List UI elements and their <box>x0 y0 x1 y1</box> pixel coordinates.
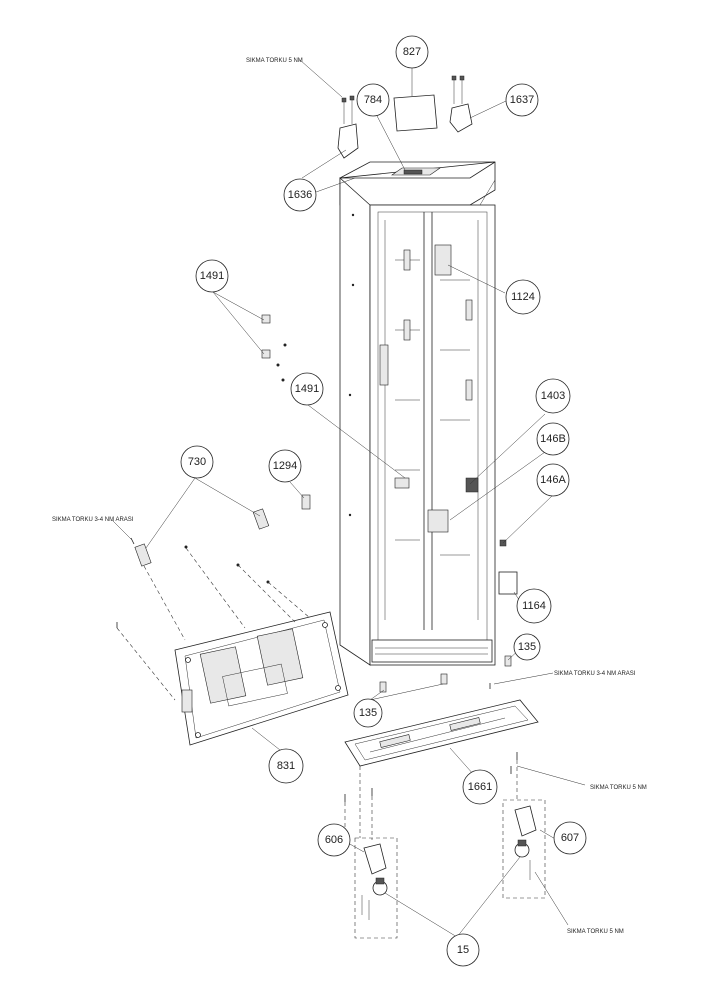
leg-assembly-607 <box>502 799 546 899</box>
callout-146a: 146A <box>536 463 570 497</box>
callout-1164: 1164 <box>516 588 552 624</box>
callout-135-right: 135 <box>513 633 541 661</box>
callout-146b-label: 146B <box>540 433 566 445</box>
callout-730: 730 <box>180 445 214 479</box>
callout-730-label: 730 <box>188 456 206 468</box>
callout-1661-label: 1661 <box>468 781 492 793</box>
callout-1403-label: 1403 <box>541 390 565 402</box>
torque-note-bottom-right: SIKMA TORKU 5 NM <box>567 929 624 935</box>
cabinet-body <box>339 161 496 666</box>
torque-note-left: SIKMA TORKU 3-4 NM ARASI <box>52 517 134 523</box>
callout-1637-label: 1637 <box>510 94 534 106</box>
callout-135-right-label: 135 <box>518 641 536 653</box>
callout-1491-mid: 1491 <box>290 372 324 406</box>
leg-assembly-606 <box>354 837 398 939</box>
callout-784: 784 <box>356 83 390 117</box>
part-1164 <box>498 571 518 595</box>
callout-135-left-label: 135 <box>359 707 377 719</box>
callout-1124-label: 1124 <box>511 291 535 303</box>
callout-1491-mid-label: 1491 <box>295 383 319 395</box>
callout-827: 827 <box>395 35 429 69</box>
bottom-base-1661 <box>344 699 539 767</box>
torque-note-right: SIKMA TORKU 5 NM <box>590 785 647 791</box>
back-panel-831 <box>174 611 349 746</box>
part-1294 <box>301 494 311 510</box>
clips-1491 <box>261 314 287 382</box>
callout-1636-label: 1636 <box>288 189 312 201</box>
part-730a <box>252 508 270 530</box>
callout-135-left: 135 <box>353 698 383 728</box>
callout-607-label: 607 <box>561 832 579 844</box>
callout-15-label: 15 <box>457 944 469 956</box>
callout-1637: 1637 <box>505 83 539 117</box>
hinge-1636 <box>337 95 359 159</box>
callout-1164-label: 1164 <box>522 600 546 612</box>
callout-1491-top-label: 1491 <box>200 270 224 282</box>
hinge-1637 <box>449 75 473 133</box>
callout-1124: 1124 <box>505 279 541 315</box>
callout-607: 607 <box>553 821 587 855</box>
callout-1294-label: 1294 <box>273 460 297 472</box>
label-plate-827 <box>393 94 438 132</box>
part-730b <box>134 543 152 567</box>
callout-831: 831 <box>268 748 304 784</box>
callout-15: 15 <box>446 933 480 967</box>
callout-1636: 1636 <box>283 178 317 212</box>
callout-1294: 1294 <box>268 449 302 483</box>
callout-1491-top: 1491 <box>195 259 229 293</box>
callout-606-label: 606 <box>325 834 343 846</box>
callout-784-label: 784 <box>364 94 382 106</box>
callout-1403: 1403 <box>535 378 571 414</box>
callout-606: 606 <box>317 823 351 857</box>
leader-lines <box>111 59 586 938</box>
callout-146b: 146B <box>536 422 570 456</box>
callout-1661: 1661 <box>462 769 498 805</box>
torque-note-bottom-mid: SIKMA TORKU 3-4 NM ARASI <box>554 671 636 677</box>
callout-831-label: 831 <box>277 760 295 772</box>
callout-146a-label: 146A <box>540 474 566 486</box>
callout-827-label: 827 <box>403 46 421 58</box>
torque-note-top: SIKMA TORKU 5 NM <box>246 58 303 64</box>
